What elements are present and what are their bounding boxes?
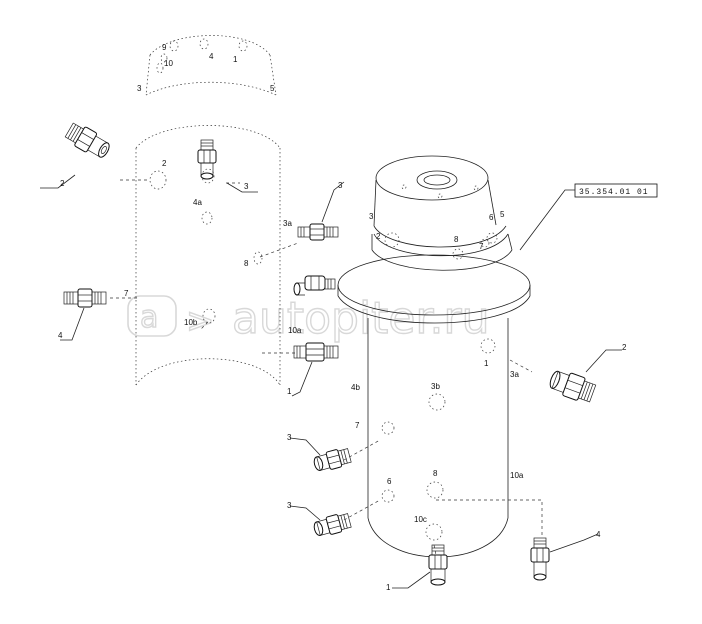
label-r-4b: 4b [351, 383, 360, 392]
watermark: a > autopiter.ru [127, 292, 490, 345]
callout-2-right: 2 [622, 343, 627, 352]
label-r-3b: 3b [431, 382, 440, 391]
label-r-1: 1 [484, 359, 489, 368]
callout-1-bottom: 1 [386, 583, 391, 592]
fitting-3-lower-1 [313, 448, 352, 471]
fitting-8-elbow [293, 275, 336, 296]
callout-3-lower-2: 3 [287, 501, 292, 510]
fitting-2-upper-left [64, 122, 110, 158]
reference-number: 35.354.01 01 [579, 188, 649, 197]
label-10b: 10b [184, 318, 198, 327]
label-4: 4 [209, 52, 214, 61]
watermark-text: autopiter.ru [232, 293, 490, 344]
svg-text:>: > [186, 301, 215, 341]
label-r-5: 5 [500, 210, 505, 219]
label-5: 5 [270, 84, 275, 93]
label-r-2: 2 [376, 232, 381, 241]
label-r-10c: 10c [414, 515, 427, 524]
label-r-3a: 3a [510, 370, 519, 379]
fitting-3-double-male-middle [297, 223, 339, 241]
label-8: 8 [244, 259, 249, 268]
label-4a: 4a [193, 198, 202, 207]
fitting-3-vertical [197, 139, 217, 180]
label-3a: 3a [283, 219, 292, 228]
callout-3-lower-1: 3 [287, 433, 292, 442]
label-r-6: 6 [489, 213, 494, 222]
svg-text:a: a [140, 300, 158, 335]
label-r-7: 7 [479, 242, 484, 251]
fitting-2-right [549, 370, 597, 403]
fitting-1-bottom [428, 544, 448, 586]
label-r-7b: 7 [355, 421, 360, 430]
callout-1-mid: 1 [287, 387, 292, 396]
fitting-4-bottom-right [530, 537, 550, 581]
label-r-8: 8 [454, 235, 459, 244]
fitting-3-lower-2 [313, 513, 352, 536]
label-r-10a: 10a [510, 471, 524, 480]
label-7: 7 [124, 289, 129, 298]
callout-4-right: 4 [596, 530, 601, 539]
callout-4-left: 4 [58, 331, 63, 340]
label-9: 9 [162, 43, 167, 52]
label-2: 2 [162, 159, 167, 168]
label-10: 10 [164, 59, 173, 68]
label-10a: 10a [288, 326, 302, 335]
callout-3-left: 3 [244, 182, 249, 191]
label-1: 1 [233, 55, 238, 64]
fitting-1-double-male-middle [293, 342, 339, 362]
label-r-3: 3 [369, 212, 374, 221]
label-3: 3 [137, 84, 142, 93]
label-r-8b: 8 [433, 469, 438, 478]
callout-3-mid: 3 [338, 181, 343, 190]
fitting-4-double-male [63, 288, 107, 308]
label-r-6b: 6 [387, 477, 392, 486]
callout-2-left: 2 [60, 179, 65, 188]
reference-box: 35.354.01 01 [519, 183, 658, 251]
